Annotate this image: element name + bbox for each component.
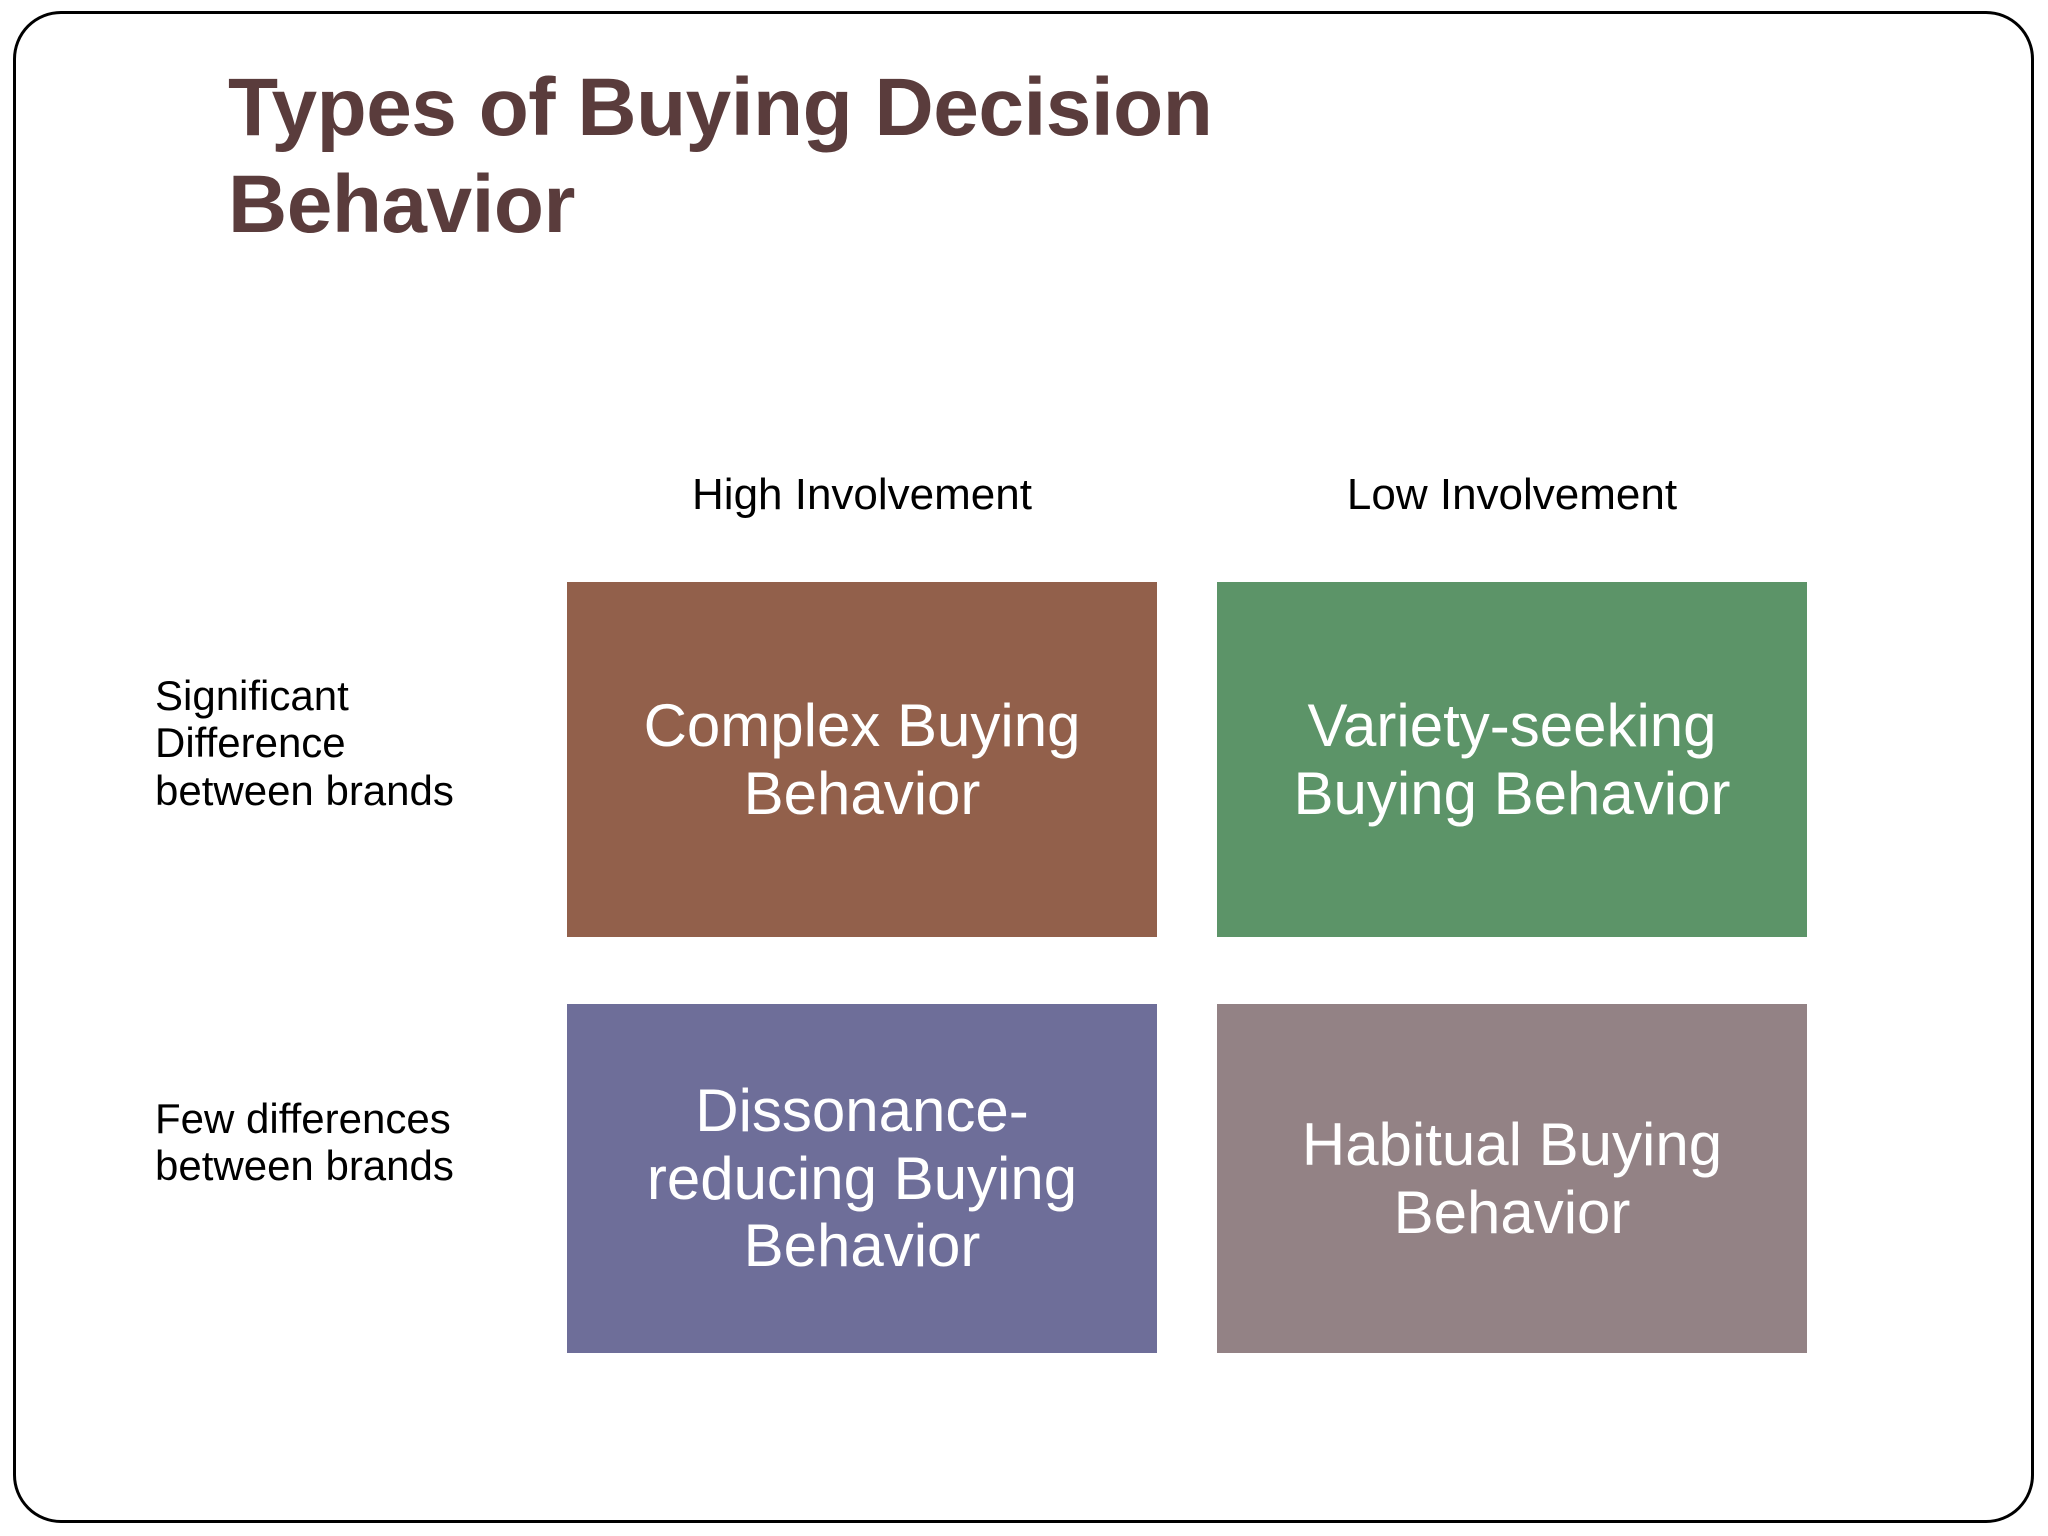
row-label-significant-difference: Significant Difference between brands bbox=[155, 672, 555, 814]
row-label-line-2: Difference bbox=[155, 719, 346, 767]
matrix-cell-label: Dissonance- reducing Buying Behavior bbox=[577, 1077, 1147, 1280]
column-header-high-involvement: High Involvement bbox=[692, 470, 1032, 519]
matrix-cell-label: Habitual Buying Behavior bbox=[1227, 1111, 1797, 1247]
matrix-cell-line-2: Behavior bbox=[743, 759, 981, 827]
row-label-line-3: between brands bbox=[155, 766, 454, 814]
matrix-cell-habitual-buying-behavior: Habitual Buying Behavior bbox=[1217, 1004, 1807, 1353]
matrix-cell-line-1: Habitual Buying bbox=[1301, 1110, 1723, 1178]
matrix-cell-line-1: Dissonance- bbox=[695, 1076, 1029, 1144]
row-label-line-1: Significant bbox=[155, 672, 349, 719]
page-title-line-1: Types of Buying Decision bbox=[228, 62, 1213, 153]
matrix-cell-line-2: reducing Buying bbox=[646, 1144, 1078, 1212]
matrix-cell-complex-buying-behavior: Complex Buying Behavior bbox=[567, 582, 1157, 937]
matrix-cell-line-1: Variety-seeking bbox=[1307, 691, 1717, 759]
matrix-cell-label: Variety-seeking Buying Behavior bbox=[1227, 692, 1797, 828]
row-label-line-2: between brands bbox=[155, 1142, 454, 1190]
page-title-line-2: Behavior bbox=[228, 158, 575, 250]
matrix-cell-variety-seeking-buying-behavior: Variety-seeking Buying Behavior bbox=[1217, 582, 1807, 937]
matrix-cell-label: Complex Buying Behavior bbox=[577, 692, 1147, 828]
column-header-low-involvement: Low Involvement bbox=[1346, 470, 1678, 519]
matrix-cell-line-2: Behavior bbox=[1393, 1178, 1631, 1246]
matrix-cell-line-3: Behavior bbox=[743, 1212, 981, 1280]
page-title: Types of Buying Decision Behavior bbox=[228, 60, 1628, 254]
row-label-few-differences: Few differences between brands bbox=[155, 1095, 555, 1190]
matrix-cell-line-2: Buying Behavior bbox=[1293, 759, 1731, 827]
matrix-cell-line-1: Complex Buying bbox=[643, 691, 1081, 759]
row-label-line-1: Few differences bbox=[155, 1095, 451, 1142]
matrix-cell-dissonance-reducing-buying-behavior: Dissonance- reducing Buying Behavior bbox=[567, 1004, 1157, 1353]
